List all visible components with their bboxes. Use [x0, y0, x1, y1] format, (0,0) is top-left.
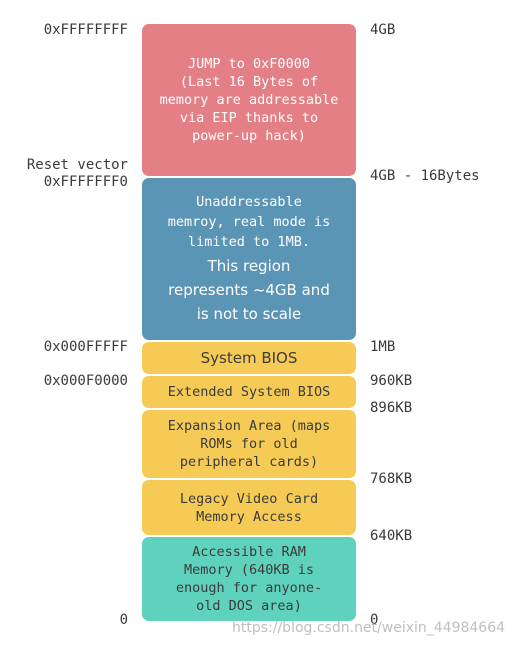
- jump-region-block: JUMP to 0xF0000 (Last 16 Bytes of memory…: [142, 24, 356, 176]
- system-bios-label: System BIOS: [200, 349, 298, 367]
- size-4gb-minus-16bytes: 4GB - 16Bytes: [370, 168, 480, 184]
- size-896kb: 896KB: [370, 400, 413, 416]
- size-640kb: 640KB: [370, 528, 413, 544]
- address-0x000fffff: 0x000FFFFF: [43, 339, 128, 355]
- address-0xfffffff0: 0xFFFFFFF0: [43, 174, 128, 190]
- size-960kb: 960KB: [370, 373, 413, 389]
- reset-vector-label: Reset vector: [26, 157, 128, 173]
- watermark: https://blog.csdn.net/weixin_44984664: [232, 620, 506, 636]
- accessible-ram-label: Accessible RAM Memory (640KB is enough f…: [175, 544, 323, 614]
- legacy-video-label: Legacy Video Card Memory Access: [179, 490, 319, 525]
- legacy-video-block: Legacy Video Card Memory Access: [142, 480, 356, 535]
- accessible-ram-block: Accessible RAM Memory (640KB is enough f…: [142, 537, 356, 621]
- extended-system-bios-label: Extended System BIOS: [167, 384, 331, 400]
- size-1mb: 1MB: [370, 339, 396, 355]
- address-0x000f0000: 0x000F0000: [43, 373, 128, 389]
- expansion-area-block: Expansion Area (maps ROMs for old periph…: [142, 410, 356, 478]
- address-0xffffffff: 0xFFFFFFFF: [43, 22, 128, 38]
- not-to-scale-note: This region represents ~4GB and is not t…: [168, 257, 330, 323]
- extended-system-bios-block: Extended System BIOS: [142, 376, 356, 408]
- size-4gb: 4GB: [370, 22, 396, 38]
- size-zero-right: 0: [370, 612, 379, 628]
- system-bios-block: System BIOS: [142, 342, 356, 374]
- size-768kb: 768KB: [370, 471, 413, 487]
- jump-region-text: JUMP to 0xF0000 (Last 16 Bytes of memory…: [159, 56, 339, 144]
- expansion-area-label: Expansion Area (maps ROMs for old periph…: [167, 418, 331, 470]
- unaddressable-region-block: Unaddressable memroy, real mode is limit…: [142, 178, 356, 340]
- address-zero-left: 0: [119, 612, 128, 628]
- unaddressable-region-text: Unaddressable memroy, real mode is limit…: [167, 194, 331, 250]
